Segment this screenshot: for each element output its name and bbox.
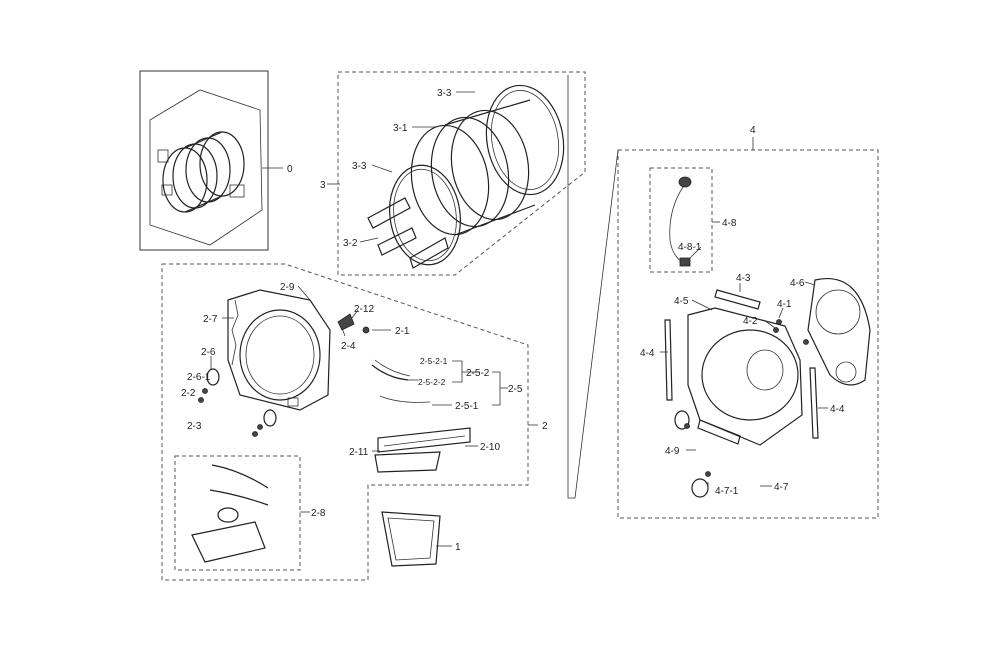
label-2-5-2: 2-5-2 (466, 368, 490, 379)
front-bracket-2-7-drawing (231, 299, 239, 366)
label-3-2: 3-2 (343, 238, 358, 249)
label-2-5-1: 2-5-1 (455, 401, 479, 412)
assembly-0-frame (139, 70, 269, 251)
label-3-3-side: 3-3 (352, 161, 367, 172)
label-2-10: 2-10 (480, 442, 500, 453)
screws-4-1-4-2-drawing (773, 319, 809, 345)
filter-housing-2-11-drawing (374, 451, 441, 473)
label-4-7: 4-7 (774, 482, 789, 493)
leader-lines (210, 91, 828, 547)
label-4-8-1: 4-8-1 (678, 242, 702, 253)
duct-2-10-drawing (377, 427, 471, 453)
label-3: 3 (320, 180, 326, 191)
label-4-7-1: 4-7-1 (715, 486, 739, 497)
front-frame-2-9-drawing (227, 289, 331, 411)
roller-4-7-drawing (691, 471, 711, 498)
label-2: 2 (542, 421, 548, 432)
label-4-4-right: 4-4 (830, 404, 845, 415)
label-0: 0 (287, 164, 293, 175)
label-4-8: 4-8 (722, 218, 737, 229)
rear-group-4-boundary (617, 149, 879, 519)
roller-2-6-drawing (198, 368, 277, 437)
label-3-1: 3-1 (393, 123, 408, 134)
complete-drum-assembly-drawing (149, 89, 263, 246)
label-2-5: 2-5 (508, 384, 523, 395)
label-2-6: 2-6 (201, 347, 216, 358)
label-2-12: 2-12 (354, 304, 374, 315)
label-4-4-left: 4-4 (640, 348, 655, 359)
harness-2-5-drawing (371, 359, 431, 403)
label-2-2: 2-2 (181, 388, 196, 399)
callout-labels: 0 3 3-3 3-1 3-3 3-2 2-9 2-7 2-12 2-1 2-4… (181, 88, 845, 553)
label-4-5: 4-5 (674, 296, 689, 307)
rear-rail-left-4-4-drawing (664, 319, 673, 401)
label-2-1: 2-1 (395, 326, 410, 337)
drum-light-assembly-2-8-drawing (191, 464, 269, 563)
drum-3-1-drawing (410, 99, 536, 236)
drum-group-3-boundary (337, 71, 586, 276)
label-2-9: 2-9 (280, 282, 295, 293)
label-4-9: 4-9 (665, 446, 680, 457)
label-2-6-1: 2-6-1 (187, 372, 211, 383)
drum-rear-gasket-3-3-drawing (485, 84, 565, 196)
duct-bracket-4-3-drawing (714, 289, 761, 310)
roller-4-9-drawing (674, 410, 741, 445)
label-2-11: 2-11 (349, 447, 369, 458)
connector-line-3-to-4 (567, 75, 619, 499)
label-3-3-top: 3-3 (437, 88, 452, 99)
label-2-3: 2-3 (187, 421, 202, 432)
rear-frame-4-5-drawing (687, 307, 803, 446)
drum-lifter-3-2-drawing (367, 197, 449, 269)
subgroup-4-8-boundary (649, 167, 713, 273)
label-1: 1 (455, 542, 461, 553)
label-2-4: 2-4 (341, 341, 356, 352)
label-4-3: 4-3 (736, 273, 751, 284)
drum-front-gasket-3-3-drawing (389, 164, 461, 266)
label-2-5-2-2: 2-5-2-2 (418, 377, 446, 387)
blower-housing-4-6-drawing (807, 278, 871, 386)
screw-2-1-drawing (362, 326, 370, 334)
hinge-2-4-drawing (337, 313, 355, 331)
subgroup-2-8-boundary (174, 455, 301, 571)
label-4-1: 4-1 (777, 299, 792, 310)
rear-rail-right-4-4-drawing (809, 367, 819, 439)
label-4-2: 4-2 (743, 316, 758, 327)
label-4: 4 (750, 125, 756, 136)
sensor-harness-4-8-drawing (669, 176, 692, 267)
label-2-7: 2-7 (203, 314, 218, 325)
label-2-8: 2-8 (311, 508, 326, 519)
label-2-5-2-1: 2-5-2-1 (420, 356, 448, 366)
label-4-6: 4-6 (790, 278, 805, 289)
front-group-2-boundary (161, 263, 529, 581)
lint-filter-1-drawing (381, 511, 441, 567)
